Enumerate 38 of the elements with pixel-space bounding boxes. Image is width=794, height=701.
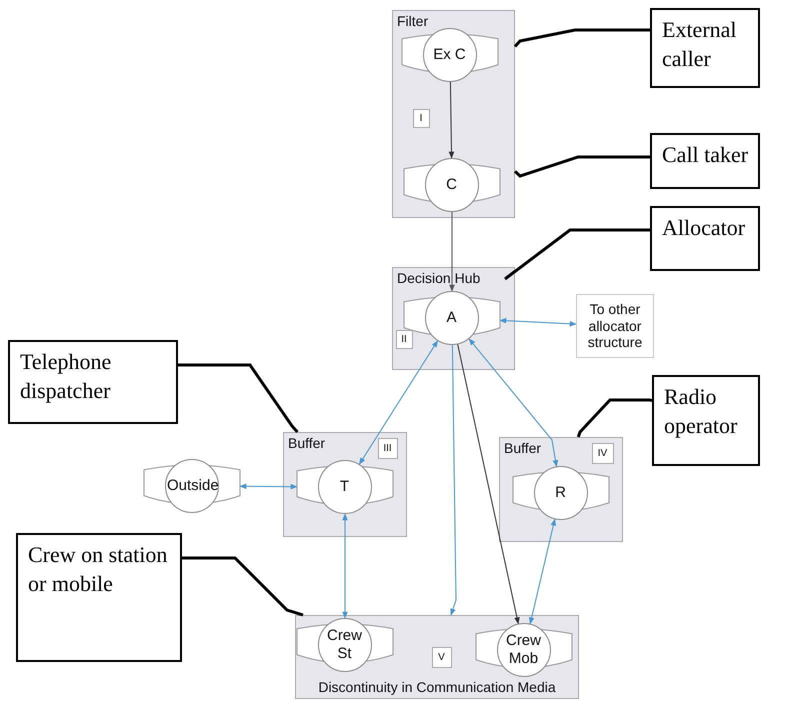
group-panel: [283, 432, 407, 537]
group-title: Discontinuity in Communication Media: [317, 679, 557, 695]
group-title: Filter: [397, 13, 428, 29]
numeral-label: V: [432, 646, 452, 668]
numeral-label: I: [412, 108, 430, 128]
group-panel: [295, 615, 579, 699]
arrow: [449, 212, 455, 292]
group-panel: [392, 10, 515, 218]
leader-line: [576, 398, 652, 438]
leader-line: [176, 364, 299, 433]
group-panel: [499, 437, 623, 542]
group-title: Buffer: [288, 435, 326, 451]
callout-box: Crew on station or mobile: [16, 533, 182, 662]
callout-box: Call taker: [650, 133, 760, 189]
arrow: [499, 318, 577, 327]
arrow: [239, 484, 298, 490]
group-title: Decision Hub: [397, 270, 480, 286]
callout-box: Telephone dispatcher: [8, 340, 178, 424]
leader-line: [504, 228, 652, 280]
group-panel: [392, 267, 515, 370]
callout-box: External caller: [650, 8, 760, 88]
callout-box: Radio operator: [652, 375, 760, 466]
arrow: [358, 340, 438, 465]
arrow: [342, 513, 348, 619]
arrow: [450, 344, 456, 616]
leader-line: [514, 156, 652, 178]
leader-line: [180, 556, 304, 616]
leader-line: [514, 28, 652, 48]
callout-box: Allocator: [650, 206, 760, 271]
numeral-label: II: [396, 330, 412, 348]
arrow: [528, 518, 556, 624]
arrow: [457, 344, 520, 624]
arrow: [448, 82, 454, 159]
group-title: Buffer: [504, 440, 542, 456]
numeral-label: III: [378, 438, 398, 458]
note-box: To other allocator structure: [576, 294, 654, 358]
numeral-label: IV: [592, 442, 614, 464]
arrow: [468, 338, 558, 468]
